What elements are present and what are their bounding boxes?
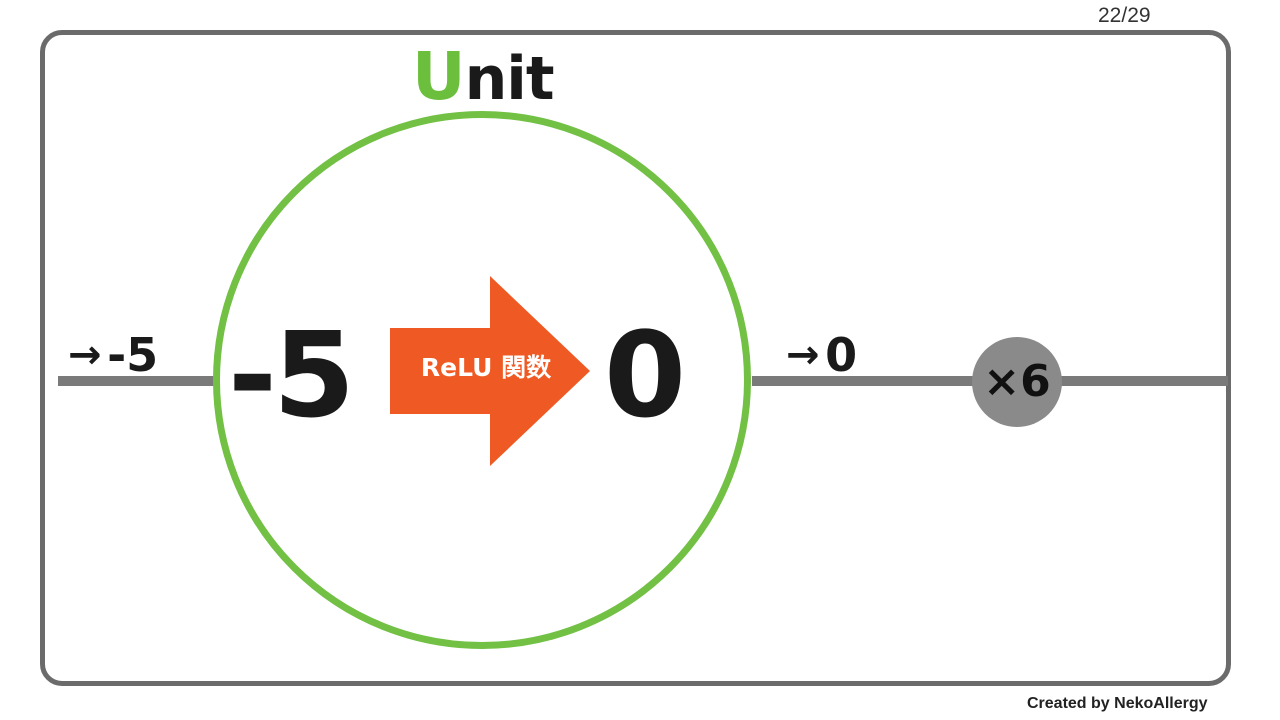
unit-title-initial: U bbox=[412, 38, 466, 115]
input-label: → -5 bbox=[68, 332, 158, 378]
right-arrow-icon: → bbox=[68, 332, 102, 378]
output-label: → 0 bbox=[786, 332, 857, 378]
unit-title: Unit bbox=[412, 44, 555, 110]
credit-text: Created by NekoAllergy bbox=[1027, 695, 1208, 712]
multiplier-badge: ×6 bbox=[972, 337, 1062, 427]
output-value: 0 bbox=[604, 306, 687, 444]
unit-title-rest: nit bbox=[464, 44, 555, 114]
input-value: -5 bbox=[228, 306, 355, 444]
right-arrow-icon: → bbox=[786, 332, 820, 378]
page-number: 22/29 bbox=[1098, 4, 1151, 27]
input-connection-line bbox=[58, 376, 216, 386]
slide-frame bbox=[40, 30, 1231, 686]
input-label-value: -5 bbox=[107, 328, 159, 382]
multiplier-label: ×6 bbox=[983, 356, 1051, 407]
activation-label: ReLU 関数 bbox=[420, 353, 552, 382]
unit-circle bbox=[213, 111, 751, 649]
relu-arrow-icon bbox=[390, 276, 590, 466]
output-label-value: 0 bbox=[825, 328, 858, 382]
relu-arrow-shape bbox=[390, 276, 590, 466]
